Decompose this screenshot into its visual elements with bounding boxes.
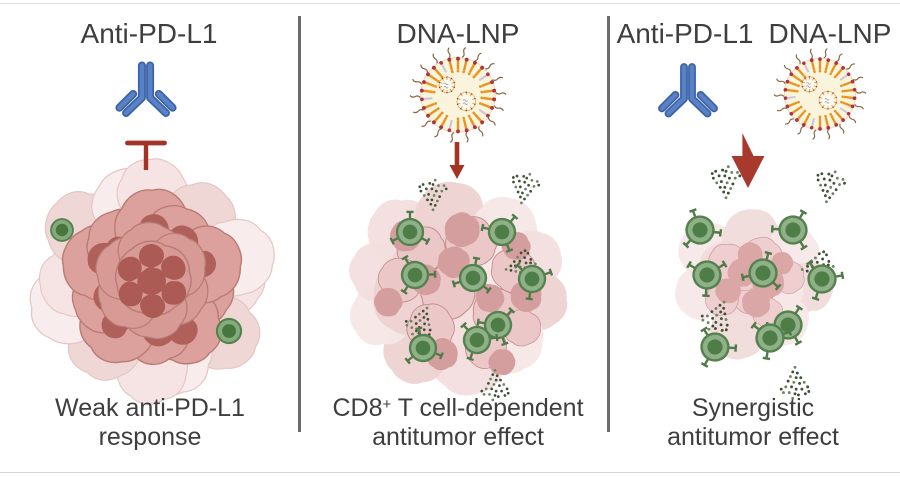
thick-down-arrow-icon	[731, 133, 765, 188]
panel1-caption-line1: Weak anti-PD-L1	[55, 394, 245, 422]
tumor-shrinking-cluster	[340, 170, 571, 411]
card-bottom-edge	[0, 472, 900, 473]
panel2-caption-cd8: CD8	[332, 394, 383, 422]
panel-divider-1	[298, 16, 301, 432]
card-top-edge	[0, 3, 900, 4]
panel3-caption-line1: Synergistic	[691, 394, 815, 422]
antibody-icon-panel3	[662, 67, 714, 114]
panel2-caption-plus: +	[382, 396, 392, 413]
dna-lnp-icon-panel2	[409, 47, 507, 143]
panel3-title-antibody: Anti-PD-L1	[616, 18, 754, 49]
panel3-title: Anti-PD-L1 DNA-LNP	[608, 19, 900, 49]
panel-divider-2	[607, 16, 610, 432]
panel3-caption-line2: antitumor effect	[667, 422, 839, 451]
panel1-caption: Weak anti-PD-L1 response	[0, 394, 300, 451]
panel2-caption-rest: T cell-dependent	[391, 394, 584, 422]
panel2-caption: CD8+ T cell-dependent antitumor effect	[304, 394, 612, 451]
panel3-caption: Synergistic antitumor effect	[606, 394, 900, 451]
panel3-title-lnp: DNA-LNP	[768, 18, 892, 49]
tumor-residual-cluster	[668, 165, 848, 400]
panel2-caption-line2: antitumor effect	[372, 422, 544, 451]
thin-down-arrow-icon	[449, 142, 465, 179]
tumor-large-cluster	[24, 146, 291, 414]
panel1-title: Anti-PD-L1	[80, 18, 218, 49]
inhibition-tbar-icon	[125, 140, 167, 170]
antibody-icon-panel1	[119, 65, 172, 113]
panel1-caption-line2: response	[98, 422, 202, 451]
dna-lnp-icon-panel3	[773, 48, 867, 140]
panel2-title: DNA-LNP	[396, 18, 520, 49]
